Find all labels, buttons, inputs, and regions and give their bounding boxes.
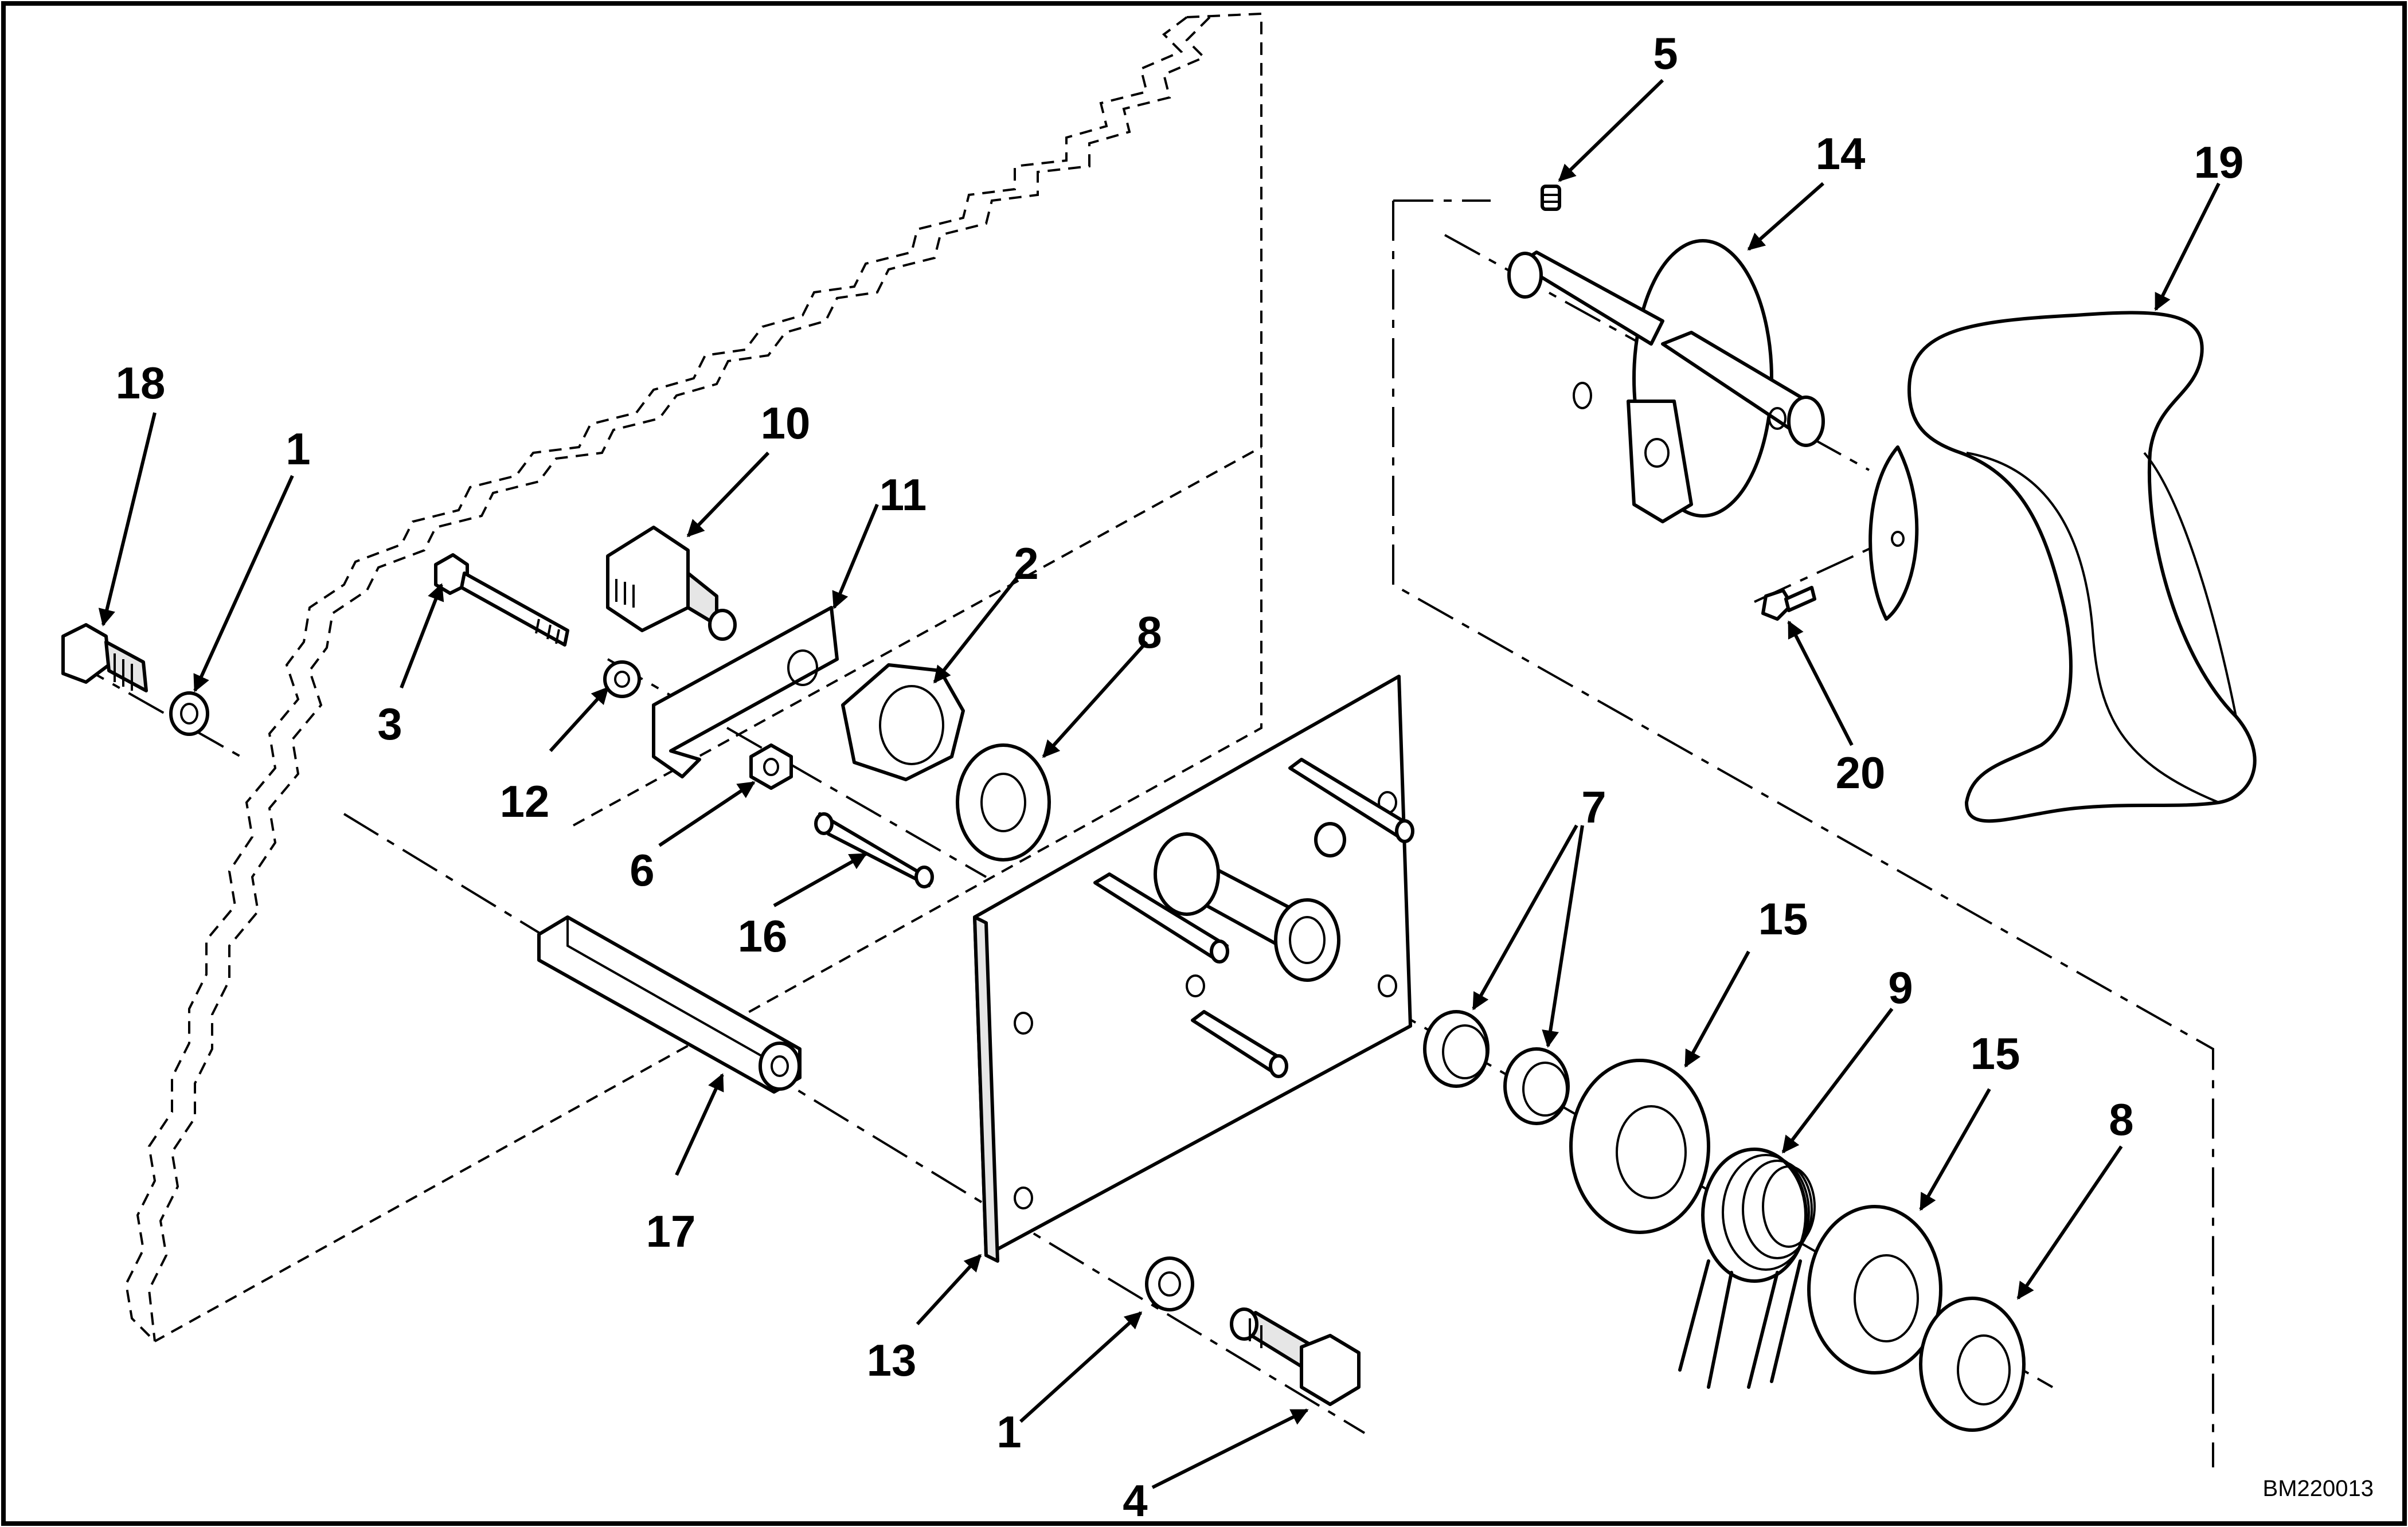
part-12-spacer	[603, 660, 641, 698]
callout-20: 20	[1836, 747, 1886, 798]
callout-7: 7	[1581, 782, 1606, 832]
callout-3: 3	[377, 699, 402, 749]
part-17-hex-standoff	[537, 915, 802, 1094]
callout-1-lower: 1	[996, 1407, 1021, 1457]
part-11-slotted-plate	[652, 606, 839, 778]
part-2-large-nut	[841, 663, 965, 781]
part-9-torsion-spring	[1678, 1148, 1816, 1389]
callout-19: 19	[2194, 137, 2244, 187]
callout-12: 12	[500, 776, 550, 827]
callout-18: 18	[116, 358, 166, 408]
callout-9: 9	[1888, 962, 1913, 1013]
part-18-bolt	[61, 623, 148, 692]
part-20-screw	[1761, 586, 1816, 621]
callout-labels: 18 1 10 11 3 12 6 2 8 16 17 13 1 4 5 14 …	[116, 28, 2244, 1526]
part-14-shaft-hub	[1507, 239, 1825, 523]
callout-17: 17	[646, 1206, 696, 1256]
callout-5: 5	[1653, 28, 1678, 79]
part-1-washer-upper	[169, 691, 209, 736]
callout-8-upper: 8	[1137, 607, 1162, 657]
callout-15-upper: 15	[1758, 894, 1808, 944]
part-6-nut	[749, 743, 793, 790]
callout-1-upper: 1	[286, 424, 310, 474]
part-13-mounting-plate	[973, 675, 1414, 1263]
part-10-stop-block	[606, 526, 737, 641]
part-19-handle-grip	[1868, 311, 2257, 823]
callout-2: 2	[1014, 538, 1038, 589]
callout-10: 10	[761, 398, 811, 448]
phantom-handle-box	[1392, 199, 2214, 1467]
callout-14: 14	[1816, 128, 1866, 179]
callout-4: 4	[1123, 1475, 1147, 1526]
part-16-pin	[814, 812, 934, 888]
part-5-set-screw	[1541, 185, 1561, 211]
callout-8-lower: 8	[2109, 1094, 2133, 1145]
part-15-washer-upper	[1569, 1059, 1710, 1234]
callout-15-lower: 15	[1971, 1028, 2020, 1079]
part-3-long-bolt	[434, 553, 569, 647]
part-7-bushings	[1423, 1010, 1570, 1125]
callout-6: 6	[630, 845, 654, 895]
leader-lines	[98, 79, 2221, 1489]
part-8-washer-upper	[956, 743, 1051, 862]
callout-13: 13	[867, 1335, 917, 1385]
drawing-id: BM220013	[2263, 1476, 2374, 1501]
part-4-bolt	[1230, 1307, 1361, 1406]
callout-16: 16	[738, 911, 788, 961]
callout-11: 11	[879, 469, 927, 520]
part-1-washer-lower	[1145, 1256, 1194, 1311]
